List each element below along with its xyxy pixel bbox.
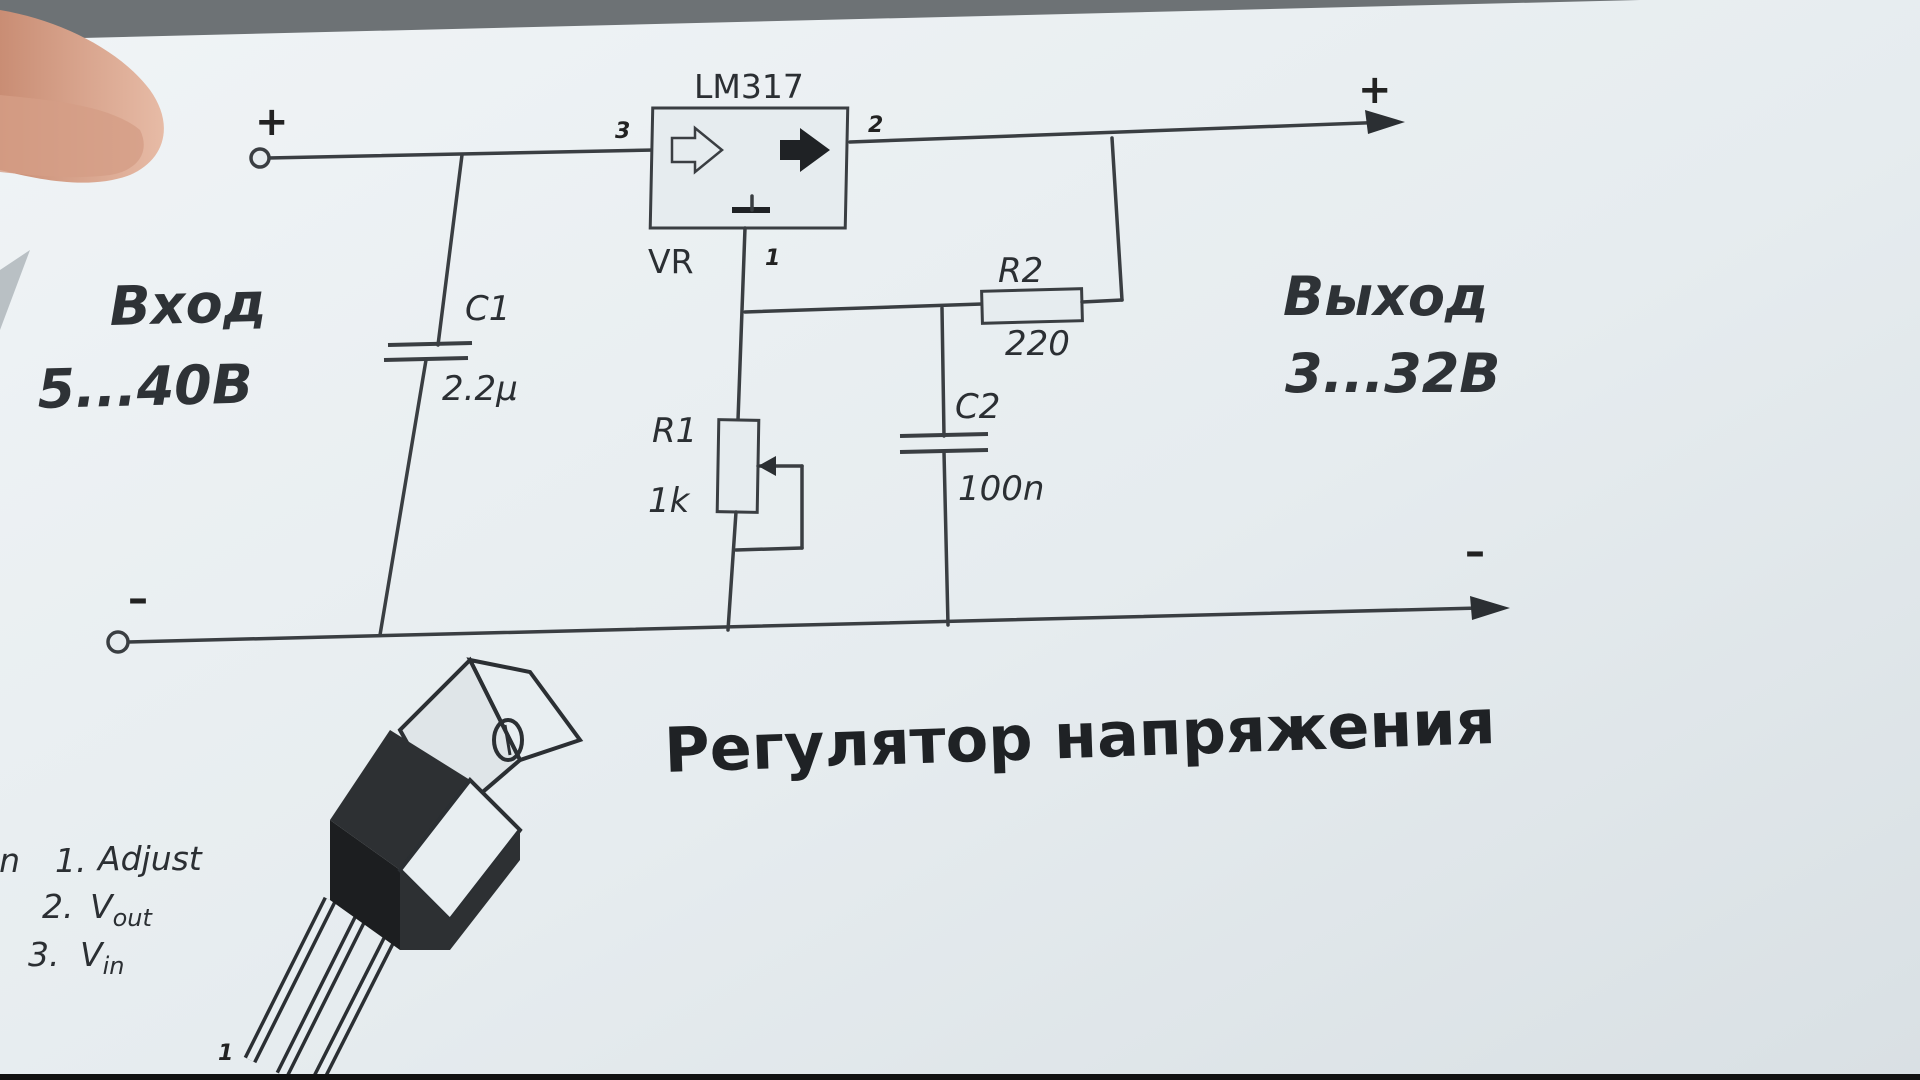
finger <box>0 10 164 183</box>
r2-feedback-wire <box>1110 136 1124 302</box>
output-title: Выход <box>1283 265 1489 328</box>
pinout-item-2: Vout <box>90 887 153 932</box>
pin3-label: 3 <box>615 119 630 144</box>
ic-ref-label: VR <box>648 242 694 281</box>
ground-wire <box>126 606 1482 644</box>
c1-ref-label: C1 <box>465 289 510 329</box>
c2-bottom-wire <box>942 450 950 627</box>
c2-plate-top <box>899 432 989 438</box>
pinout-header: Pin <box>0 841 20 880</box>
pin1-label: 1 <box>765 246 780 271</box>
r2-ref-label: R2 <box>998 251 1043 291</box>
pinout-item-3: Vin <box>80 935 124 980</box>
input-range: 5...40В <box>37 352 254 421</box>
output-positive-wire <box>848 120 1392 144</box>
output-positive-arrow <box>1365 110 1405 134</box>
input-minus-sign: – <box>128 576 148 622</box>
paper-shadow-left <box>0 250 30 330</box>
output-plus-sign: + <box>1358 67 1392 113</box>
input-title: Вход <box>109 271 267 338</box>
c1-value-label: 2.2μ <box>442 369 518 409</box>
c2-value-label: 100n <box>958 469 1044 509</box>
r1-potentiometer <box>715 418 761 514</box>
input-arrow-icon <box>670 125 724 175</box>
input-positive-terminal <box>249 147 271 169</box>
output-arrow-icon <box>780 128 830 172</box>
r1-wiper-arrow <box>758 456 776 476</box>
c1-top-wire <box>436 153 464 347</box>
r1-bottom-wire <box>726 510 738 632</box>
ground-output-arrow <box>1470 596 1510 620</box>
adjust-wire <box>736 226 747 422</box>
r2-resistor <box>980 287 1084 325</box>
pinout-item-1-num: 1. <box>55 841 87 880</box>
ic-name-label: LM317 <box>694 67 804 106</box>
pinout-item-2-num: 2. <box>42 887 74 926</box>
adjust-node-wire <box>743 302 984 314</box>
bottom-edge-bar <box>0 1074 1920 1080</box>
r1-ref-label: R1 <box>652 411 697 451</box>
r1-value-label: 1k <box>648 481 691 521</box>
output-minus-sign: – <box>1465 529 1485 575</box>
c1-plate-top <box>387 341 473 347</box>
lm317-block <box>648 106 850 230</box>
c2-top-wire <box>940 306 946 438</box>
r2-right-wire <box>1080 298 1124 304</box>
output-range: 3...32В <box>1285 342 1500 405</box>
input-plus-sign: + <box>255 99 289 145</box>
pinout-item-3-num: 3. <box>28 935 60 974</box>
pinout-legend: Pin 1. Adjust 2. Vout 3. Vin <box>0 839 203 980</box>
r2-value-label: 220 <box>1005 324 1070 364</box>
lead-number-label: 1 <box>218 1041 233 1066</box>
to220-package-drawing: 1 <box>218 656 584 1080</box>
schematic: + + LM317 3 2 1 VR C1 2.2μ R2 2 <box>106 67 1510 654</box>
c2-ref-label: C2 <box>955 387 1000 427</box>
pin2-label: 2 <box>868 113 883 138</box>
input-negative-terminal <box>106 630 130 654</box>
c1-bottom-wire <box>378 358 428 637</box>
pinout-item-1-name: Adjust <box>96 839 203 878</box>
